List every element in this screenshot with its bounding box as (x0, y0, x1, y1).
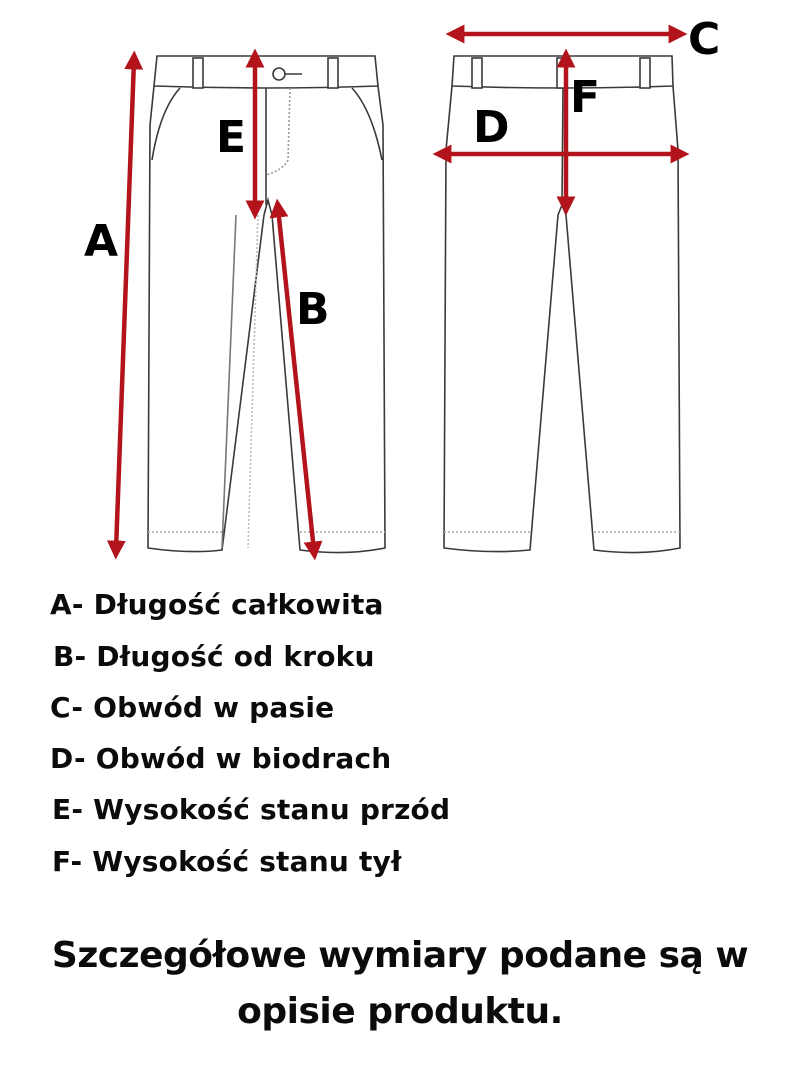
product-description-note: Szczegółowe wymiary podane są w opisie p… (0, 928, 800, 1040)
marker-d: D (473, 102, 510, 153)
trousers-diagram: A B C D E F (84, 14, 720, 561)
arrow-b (269, 198, 323, 561)
marker-e: E (216, 112, 246, 163)
note-line-1: Szczegółowe wymiary podane są w (51, 935, 749, 976)
legend-item-c: C- Obwód w pasie (50, 691, 335, 724)
marker-a: A (84, 216, 118, 267)
note-line-2: opisie produktu. (237, 991, 563, 1032)
marker-c: C (688, 14, 720, 65)
legend-item-e: E- Wysokość stanu przód (52, 793, 451, 826)
front-trousers-outline (147, 55, 386, 554)
marker-b: B (296, 284, 330, 335)
legend-item-a: A- Długość całkowita (50, 588, 384, 621)
measurement-arrows (106, 24, 690, 561)
marker-f: F (570, 72, 600, 123)
arrow-a (106, 50, 144, 560)
legend-item-d: D- Obwód w biodrach (50, 742, 392, 775)
legend-item-b: B- Długość od kroku (53, 640, 375, 673)
legend-item-f: F- Wysokość stanu tył (52, 845, 402, 878)
